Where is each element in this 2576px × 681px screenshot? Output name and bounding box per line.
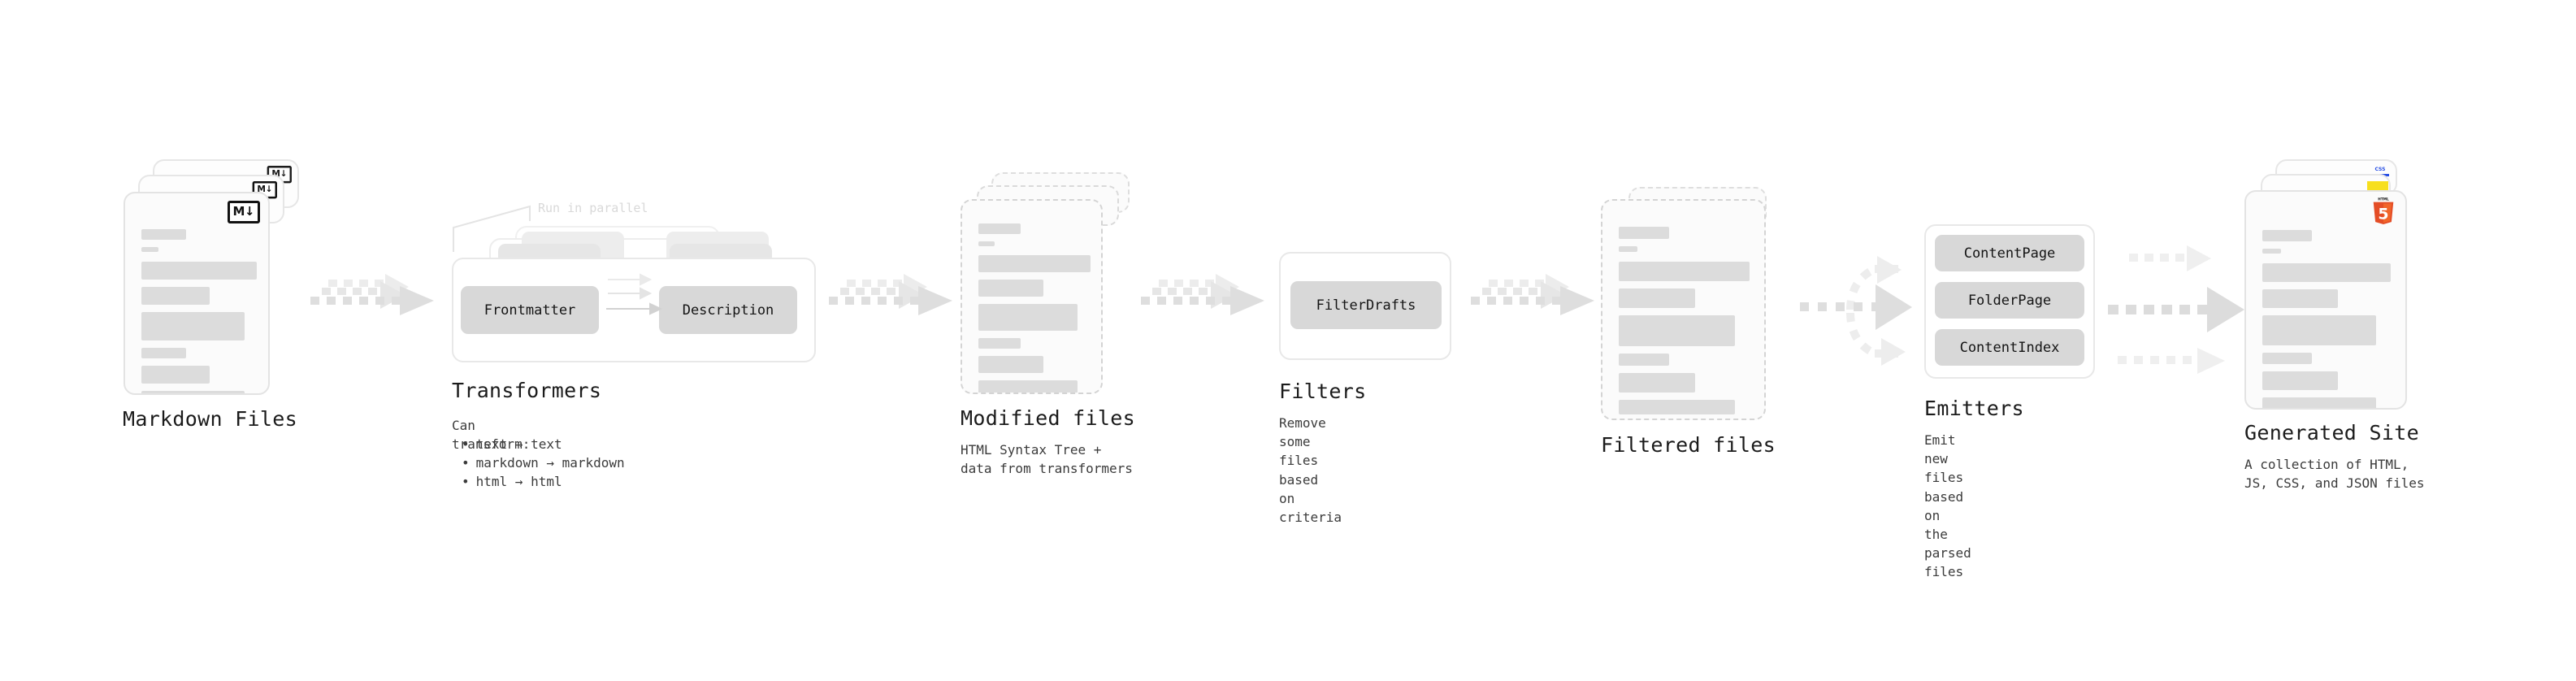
emitters-pill-contentindex[interactable]: ContentIndex	[1935, 329, 2084, 366]
stage-title-markdown-files: Markdown Files	[123, 407, 297, 431]
html5-icon-number: 5	[2378, 205, 2388, 223]
html5-icon-label: HTML	[2378, 197, 2389, 202]
skeleton-bar	[1619, 400, 1735, 414]
skeleton-bar	[2262, 397, 2376, 408]
modified-skeleton-bars	[978, 223, 1091, 393]
skeleton-bar	[1619, 354, 1669, 366]
skeleton-bar	[141, 262, 257, 280]
filtered-card-front[interactable]	[1601, 199, 1766, 420]
run-in-parallel-bracket	[453, 205, 531, 252]
markdown-icon: M↓	[227, 201, 260, 223]
generated-site-file-stack: CSS HTML 5	[2244, 159, 2439, 410]
css-icon-label: CSS	[2374, 167, 2386, 172]
stage-markdown-files: M↓ M↓ M↓ Markdown Files	[123, 159, 302, 431]
transformers-bullet: html → html	[462, 472, 625, 491]
stage-title-emitters: Emitters	[1924, 397, 2024, 420]
modified-files-caption: HTML Syntax Tree + data from transformer…	[961, 442, 1133, 477]
skeleton-bar	[978, 223, 1021, 234]
skeleton-bar	[2262, 289, 2338, 308]
run-in-parallel-label: Run in parallel	[538, 201, 648, 215]
skeleton-bar	[141, 348, 186, 358]
emitters-pill-contentpage-label: ContentPage	[1963, 245, 2056, 262]
transformers-pill-frontmatter-label: Frontmatter	[484, 301, 576, 319]
skeleton-bar	[978, 241, 995, 246]
skeleton-bar	[978, 380, 1078, 393]
arrow-markdown-to-transformers	[310, 274, 434, 315]
generated-skeleton-bars	[2262, 230, 2391, 408]
filters-caption: Remove some files based on criteria	[1279, 415, 1342, 525]
skeleton-bar	[1619, 373, 1695, 393]
skeleton-bar	[978, 304, 1078, 331]
arrow-filters-to-filtered	[1471, 274, 1594, 315]
html5-icon: HTML 5	[2373, 197, 2394, 224]
filters-pill-filterdrafts-label: FilterDrafts	[1316, 297, 1416, 314]
modified-card-front[interactable]	[961, 199, 1103, 394]
modified-file-stack	[961, 172, 1139, 408]
skeleton-bar	[141, 247, 158, 252]
skeleton-bar	[978, 255, 1091, 272]
emitters-caption: Emit new files based on the parsed files	[1924, 432, 1971, 580]
skeleton-bar	[141, 229, 186, 240]
stage-modified-files: Modified files HTML Syntax Tree + data f…	[961, 172, 1139, 476]
arrow-modified-to-filters	[1141, 274, 1264, 315]
arrow-filtered-to-emitters	[1800, 256, 1912, 366]
skeleton-bar	[141, 366, 210, 384]
emitters-pill-folderpage[interactable]: FolderPage	[1935, 282, 2084, 319]
skeleton-bar	[1619, 227, 1669, 239]
skeleton-bar	[2262, 315, 2376, 345]
transformers-inner-arrows	[606, 273, 663, 315]
filtered-file-stack	[1601, 187, 1780, 423]
skeleton-bar	[1619, 288, 1695, 308]
transformers-pill-frontmatter[interactable]: Frontmatter	[461, 286, 599, 334]
skeleton-bar	[978, 338, 1021, 349]
filters-pill-filterdrafts[interactable]: FilterDrafts	[1290, 281, 1442, 329]
transformers-pill-description-label: Description	[682, 301, 774, 319]
skeleton-bar	[2262, 353, 2312, 364]
emitters-pill-contentpage[interactable]: ContentPage	[1935, 235, 2084, 271]
markdown-file-stack: M↓ M↓ M↓	[124, 159, 302, 395]
transformers-bullet: markdown → markdown	[462, 453, 625, 472]
skeleton-bar	[1619, 315, 1735, 346]
js-icon	[2367, 181, 2388, 192]
transformers-bullet-list: text → text markdown → markdown html → h…	[462, 435, 625, 492]
emitters-pill-contentindex-label: ContentIndex	[1959, 339, 2060, 356]
skeleton-bar	[141, 391, 245, 393]
arrow-transformers-to-modified	[829, 274, 952, 315]
skeleton-bar	[978, 356, 1043, 373]
stage-filtered-files: Filtered files	[1601, 187, 1780, 457]
skeleton-bar	[2262, 263, 2391, 282]
skeleton-bar	[1619, 246, 1637, 252]
filtered-skeleton-bars	[1619, 227, 1750, 419]
stage-generated-site: CSS HTML 5	[2244, 159, 2439, 491]
transformers-bullet: text → text	[462, 435, 625, 453]
transformers-pill-description[interactable]: Description	[659, 286, 797, 334]
generated-card-front[interactable]: HTML 5	[2244, 190, 2407, 410]
skeleton-bar	[2262, 249, 2281, 254]
stage-title-modified-files: Modified files	[961, 406, 1135, 430]
stage-title-transformers: Transformers	[452, 379, 602, 402]
markdown-skeleton-bars	[141, 229, 257, 393]
skeleton-bar	[2262, 371, 2338, 390]
emitters-pill-folderpage-label: FolderPage	[1967, 292, 2052, 309]
generated-site-caption: A collection of HTML, JS, CSS, and JSON …	[2244, 457, 2425, 492]
markdown-card-front[interactable]: M↓	[124, 192, 270, 395]
skeleton-bar	[1619, 262, 1750, 281]
stage-title-filtered-files: Filtered files	[1601, 433, 1776, 457]
skeleton-bar	[141, 312, 245, 340]
stage-title-generated-site: Generated Site	[2244, 421, 2419, 445]
arrow-emitters-to-site	[2108, 245, 2244, 374]
skeleton-bar	[978, 280, 1043, 297]
skeleton-bar	[141, 287, 210, 305]
skeleton-bar	[2262, 230, 2312, 241]
stage-title-filters: Filters	[1279, 380, 1367, 403]
